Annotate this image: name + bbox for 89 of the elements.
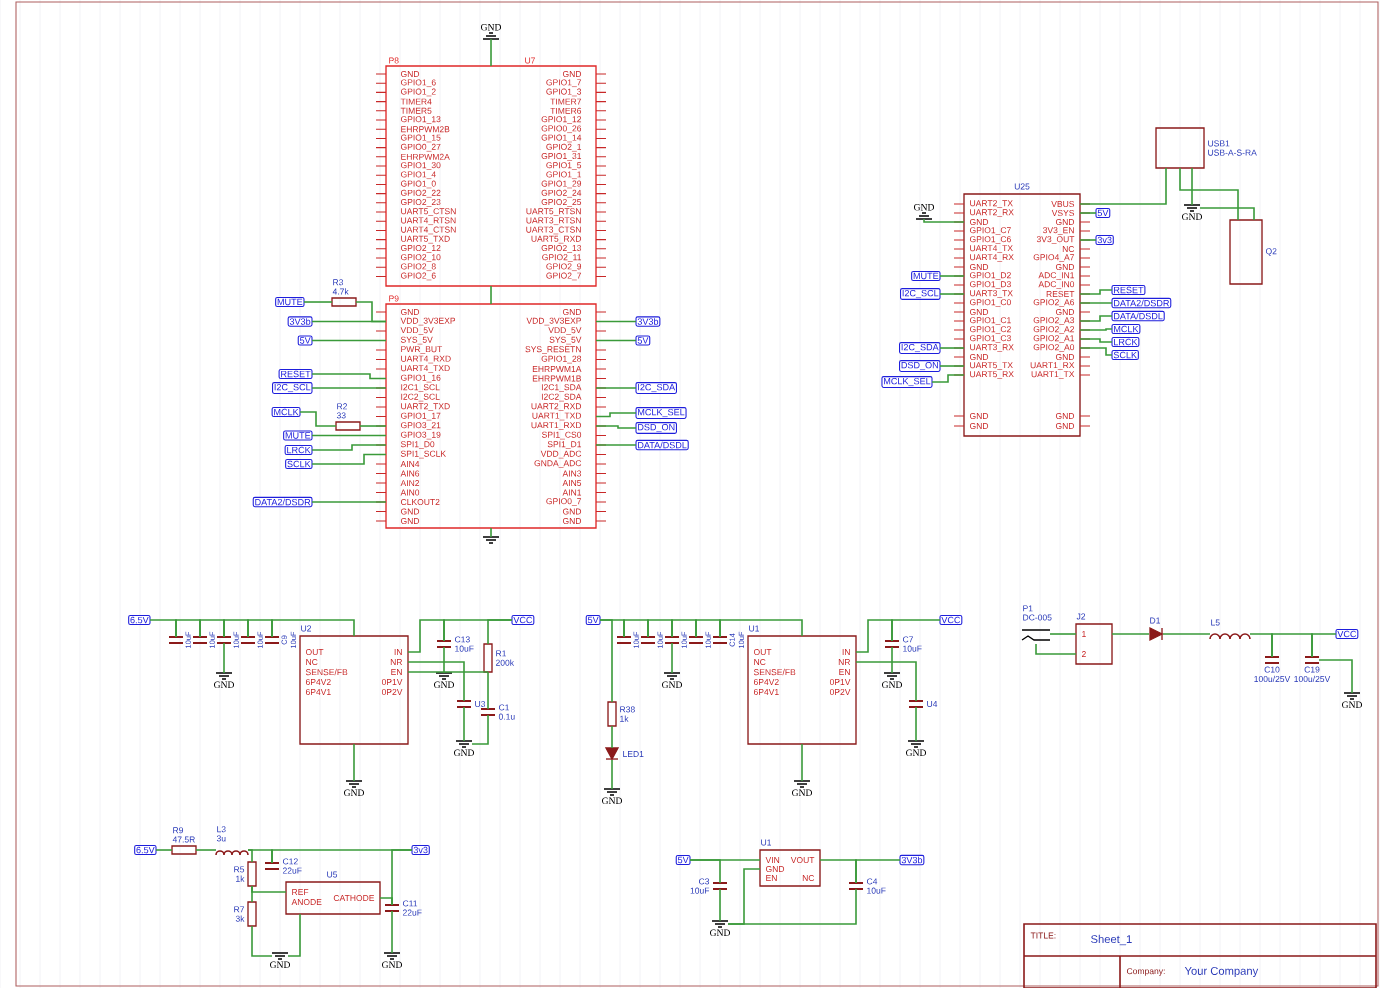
- wire: [359, 425, 387, 427]
- wire: [223, 642, 225, 674]
- wire: [855, 619, 893, 653]
- wire: [595, 425, 637, 429]
- wire: [299, 411, 337, 427]
- wire: [939, 365, 965, 367]
- wire: [689, 859, 721, 884]
- wire: [311, 387, 387, 389]
- wire: [595, 444, 637, 446]
- wire: [271, 619, 355, 638]
- wire: [1079, 289, 1113, 295]
- wire: [1079, 167, 1167, 205]
- wire: [595, 412, 637, 418]
- wire: [311, 444, 387, 451]
- wire: [353, 743, 355, 782]
- wire: [1111, 633, 1150, 635]
- wire: [695, 619, 721, 638]
- wire: [311, 339, 387, 342]
- wire: [311, 501, 387, 503]
- wire: [1318, 659, 1353, 694]
- wire: [939, 275, 965, 277]
- wire: [671, 642, 673, 674]
- wire: [623, 619, 649, 638]
- wire: [923, 218, 965, 223]
- wire: [471, 714, 489, 745]
- wire: [611, 759, 613, 790]
- wire: [727, 888, 857, 925]
- wire: [719, 619, 803, 638]
- wire: [1035, 643, 1077, 655]
- wire: [311, 453, 387, 465]
- wire: [311, 373, 387, 380]
- wire: [1079, 328, 1113, 331]
- wire: [490, 38, 492, 67]
- wire: [599, 619, 613, 703]
- wire: [407, 661, 465, 702]
- ground-symbol: [482, 536, 500, 544]
- wire: [1079, 315, 1113, 322]
- wire: [1199, 207, 1255, 221]
- wire: [487, 671, 489, 710]
- wire: [155, 849, 173, 851]
- wire: [247, 619, 273, 638]
- wire: [443, 646, 445, 674]
- wire: [595, 387, 637, 389]
- wire: [891, 646, 893, 674]
- wire: [175, 619, 201, 638]
- wire: [671, 619, 697, 638]
- wire: [855, 859, 901, 884]
- wire: [1079, 347, 1113, 356]
- wire: [487, 619, 513, 645]
- wire: [247, 849, 253, 863]
- wire: [939, 293, 965, 295]
- wire: [931, 374, 965, 383]
- wire: [287, 913, 301, 957]
- wire: [407, 619, 445, 653]
- wire: [1179, 167, 1239, 221]
- wire: [303, 301, 333, 303]
- wire: [595, 339, 637, 342]
- wire: [1191, 167, 1193, 206]
- wire: [595, 320, 637, 323]
- wire: [719, 888, 721, 922]
- wire: [1079, 212, 1097, 214]
- wire: [1079, 302, 1113, 304]
- wire: [1162, 633, 1211, 635]
- wire: [1049, 633, 1077, 635]
- wire: [311, 320, 387, 323]
- wire: [939, 347, 965, 349]
- wire: [1079, 338, 1113, 343]
- wire: [407, 671, 489, 673]
- wire: [490, 527, 492, 538]
- wire: [251, 925, 273, 957]
- wire: [195, 849, 217, 851]
- wire: [1079, 239, 1097, 241]
- wire: [251, 885, 253, 903]
- wire: [490, 285, 492, 305]
- wire: [251, 885, 287, 893]
- wire: [647, 619, 673, 638]
- wire: [463, 706, 465, 742]
- wire: [223, 619, 249, 638]
- wire: [1271, 633, 1313, 658]
- wire: [801, 743, 803, 782]
- wire: [199, 619, 225, 638]
- wire: [855, 661, 917, 702]
- wire: [1311, 633, 1337, 658]
- wire: [915, 706, 917, 742]
- wire: [891, 619, 941, 642]
- wire: [391, 910, 393, 954]
- wire: [379, 897, 393, 906]
- wire: [311, 434, 387, 437]
- wire: [611, 725, 613, 749]
